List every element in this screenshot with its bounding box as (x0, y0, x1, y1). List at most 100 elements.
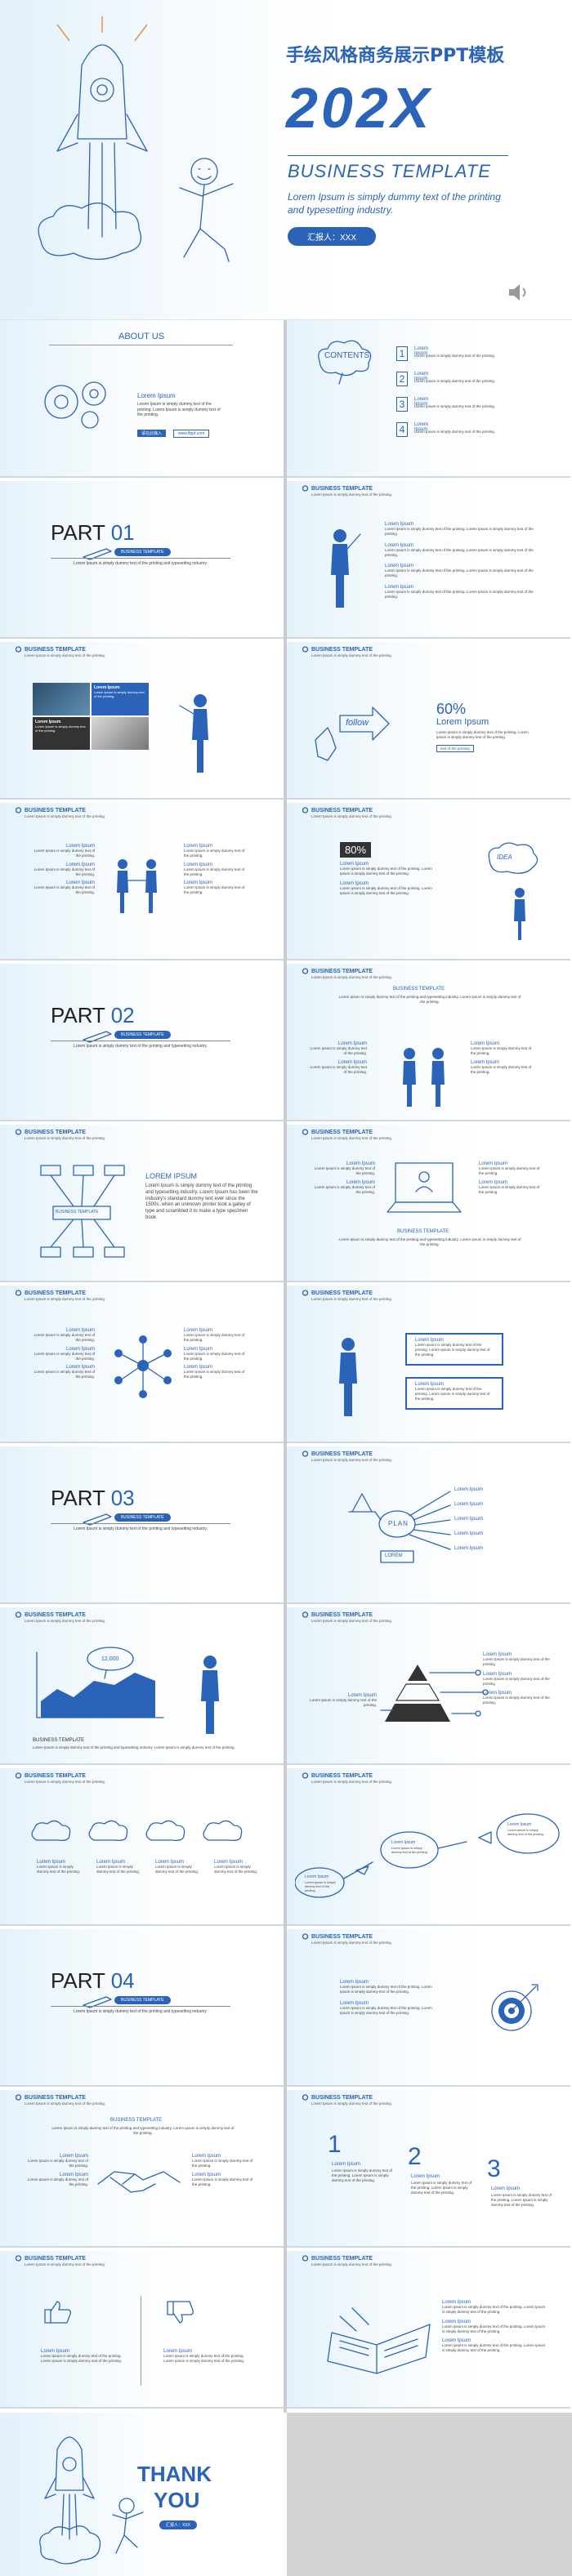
handshake-icon (97, 2171, 181, 2193)
chart-callout-label: 12,000 (101, 1656, 119, 1662)
speaker-icon[interactable] (507, 282, 531, 303)
laptop-icon (387, 1162, 462, 1213)
list-heading: Lorem Ipsum (385, 542, 414, 548)
slide-mindmap[interactable]: BUSINESS TEMPLATE Lorem Ipsum is simply … (0, 1125, 284, 1282)
part-number: 03 (110, 1486, 135, 1510)
slide-part-03[interactable]: PART 03 BUSINESS TEMPLATE Lorem Ipsum is… (0, 1446, 284, 1604)
rocket-illustration (39, 2436, 101, 2565)
slide-header: BUSINESS TEMPLATE (15, 808, 86, 813)
list-heading: Lorem Ipsum (385, 564, 414, 569)
photo-phone (92, 717, 149, 750)
part-rule (51, 558, 230, 559)
col-text: Lorem Ipsum is simply dummy text of the … (314, 1166, 375, 1175)
col-heading: Lorem Ipsum (41, 2349, 70, 2354)
col-text: Lorem Ipsum is simply dummy text of the … (34, 1370, 95, 1379)
slide-speech-bubbles[interactable]: BUSINESS TEMPLATE Lorem Ipsum is simply … (287, 1768, 570, 1926)
idea-list: Lorem Ipsum Lorem ipsum is simply dummy … (340, 862, 438, 895)
slide-target[interactable]: BUSINESS TEMPLATE Lorem Ipsum is simply … (287, 1929, 570, 2087)
target-text: Lorem ipsum is simply dummy text of the … (340, 2005, 432, 2015)
slide-header: BUSINESS TEMPLATE (15, 1130, 86, 1135)
slide-numbers[interactable]: BUSINESS TEMPLATE Lorem Ipsum is simply … (287, 2090, 570, 2248)
thanks-line-1: THANK (137, 2462, 212, 2486)
slide-header: BUSINESS TEMPLATE (15, 647, 86, 653)
slide-idea[interactable]: BUSINESS TEMPLATE Lorem Ipsum is simply … (287, 803, 570, 960)
slide-area-chart[interactable]: BUSINESS TEMPLATE Lorem Ipsum is simply … (0, 1607, 284, 1765)
slide-boards[interactable]: BUSINESS TEMPLATE Lorem Ipsum is simply … (287, 1286, 570, 1443)
col-text: Lorem Ipsum is simply dummy text of the … (471, 1064, 532, 1074)
idea-word: IDEA (497, 853, 512, 861)
slide-header: BUSINESS TEMPLATE (302, 1773, 373, 1779)
slide-subheader: Lorem Ipsum is simply dummy text of the … (25, 653, 106, 657)
slide-contents[interactable]: CONTENTS 1 Lorem Ipsum Lorem Ipsum is si… (287, 320, 570, 478)
bulb-icon (15, 1129, 22, 1135)
mindmap-center-label: BUSINESS TEMPLATE (56, 1210, 99, 1214)
bulb-icon (302, 646, 309, 653)
num-heading: Lorem Ipsum (411, 2174, 440, 2179)
slide-pyramid[interactable]: BUSINESS TEMPLATE Lorem Ipsum is simply … (287, 1607, 570, 1765)
about-text: Lorem Ipsum is simply dummy text of the … (137, 402, 221, 417)
col-heading: Lorem Ipsum (346, 1179, 375, 1185)
bubble-text: Lorem Ipsum is simply dummy text of the … (507, 1829, 544, 1836)
follow-button[interactable]: text of the printing (436, 745, 474, 752)
pyramid-left: Lorem Ipsum Lorem Ipsum is simply dummy … (303, 1693, 377, 1708)
plan-item: Lorem Ipsum (454, 1517, 484, 1522)
bulb-icon (15, 1611, 22, 1618)
col-text: Lorem Ipsum is simply dummy text of the … (184, 1351, 245, 1361)
cover-business-template: BUSINESS TEMPLATE (288, 161, 491, 181)
slide-header: BUSINESS TEMPLATE (302, 969, 373, 974)
slide-about-us[interactable]: ABOUT US Lorem Ipsum Lorem Ipsum is simp… (0, 320, 284, 478)
contents-title: CONTENTS (324, 351, 369, 360)
network-left: Lorem Ipsum Lorem Ipsum is simply dummy … (29, 1328, 95, 1379)
slide-header-text: BUSINESS TEMPLATE (311, 2095, 373, 2101)
slide-network[interactable]: BUSINESS TEMPLATE Lorem Ipsum is simply … (0, 1286, 284, 1443)
bulb-icon (302, 1451, 309, 1457)
slide-header-text: BUSINESS TEMPLATE (25, 1290, 86, 1296)
slide-header-text: BUSINESS TEMPLATE (311, 647, 373, 653)
num-text: Lorem ipsum is simply dummy text of the … (332, 2168, 393, 2182)
slide-thumbs[interactable]: BUSINESS TEMPLATE Lorem Ipsum is simply … (0, 2251, 284, 2409)
gears-icon (44, 381, 106, 429)
laptop-footer-text: Lorem Ipsum is simply dummy text of the … (338, 1237, 521, 1246)
center-text: Lorem Ipsum is simply dummy text of the … (51, 2126, 235, 2135)
about-button-2[interactable]: www.lfppt.com (173, 430, 210, 438)
slide-clouds[interactable]: BUSINESS TEMPLATE Lorem Ipsum is simply … (0, 1768, 284, 1926)
slide-part-01[interactable]: PART 01 BUSINESS TEMPLATE Lorem Ipsum is… (0, 481, 284, 639)
slide-book[interactable]: BUSINESS TEMPLATE Lorem Ipsum is simply … (287, 2251, 570, 2409)
slide-plan[interactable]: BUSINESS TEMPLATE Lorem Ipsum is simply … (287, 1446, 570, 1604)
network-icon (114, 1335, 172, 1398)
open-book-icon (327, 2307, 431, 2374)
slide-photos[interactable]: BUSINESS TEMPLATE Lorem Ipsum is simply … (0, 642, 284, 800)
network-right: Lorem Ipsum Lorem Ipsum is simply dummy … (184, 1328, 249, 1379)
num-text: Lorem ipsum is simply dummy text of the … (491, 2193, 552, 2207)
bubble-heading: Lorem Ipsum (305, 1874, 329, 1879)
slide-subheader: Lorem Ipsum is simply dummy text of the … (311, 492, 393, 497)
slide-laptop[interactable]: BUSINESS TEMPLATE Lorem Ipsum is simply … (287, 1125, 570, 1282)
num-heading: Lorem Ipsum (332, 2162, 361, 2167)
slide-subheader: Lorem Ipsum is simply dummy text of the … (311, 2101, 393, 2106)
cover-year: 202X (286, 76, 433, 140)
slide-figure-list[interactable]: BUSINESS TEMPLATE Lorem Ipsum is simply … (287, 481, 570, 639)
col-heading: Lorem Ipsum (471, 1041, 500, 1046)
slide-part-02[interactable]: PART 02 BUSINESS TEMPLATE Lorem Ipsum is… (0, 964, 284, 1121)
slide-handshake[interactable]: BUSINESS TEMPLATE Lorem Ipsum is simply … (0, 803, 284, 960)
slide-follow[interactable]: BUSINESS TEMPLATE Lorem Ipsum is simply … (287, 642, 570, 800)
slide-subheader: Lorem Ipsum is simply dummy text of the … (25, 1297, 106, 1301)
idea-cloud-person-icon (488, 842, 538, 940)
plan-word: PLAN (388, 1520, 409, 1527)
idea-heading: Lorem Ipsum (340, 880, 369, 886)
col-heading: Lorem Ipsum (214, 1860, 244, 1865)
target-heading: Lorem Ipsum (340, 1980, 369, 1985)
part-pill: BUSINESS TEMPLATE (114, 548, 171, 556)
slide-handshake-2[interactable]: BUSINESS TEMPLATE Lorem Ipsum is simply … (0, 2090, 284, 2248)
slide-header-text: BUSINESS TEMPLATE (25, 2256, 86, 2262)
board-2: Lorem Ipsum Lorem ipsum is simply dummy … (405, 1377, 503, 1410)
slide-part-04[interactable]: PART 04 BUSINESS TEMPLATE Lorem Ipsum is… (0, 1929, 284, 2087)
list-heading: Lorem Ipsum (385, 585, 414, 591)
book-list: Lorem Ipsum Lorem ipsum is simply dummy … (442, 2300, 548, 2353)
slide-two-figures[interactable]: BUSINESS TEMPLATE Lorem Ipsum is simply … (287, 964, 570, 1121)
about-button-1[interactable]: 请在此输入 (137, 430, 167, 437)
slide-thank-you[interactable]: THANK YOU 汇报人：XXX (0, 2413, 284, 2576)
thumbs-down-icon (167, 2301, 194, 2324)
part-title: PART 02 (51, 1003, 135, 1028)
col-heading: Lorem Ipsum (192, 2154, 221, 2159)
